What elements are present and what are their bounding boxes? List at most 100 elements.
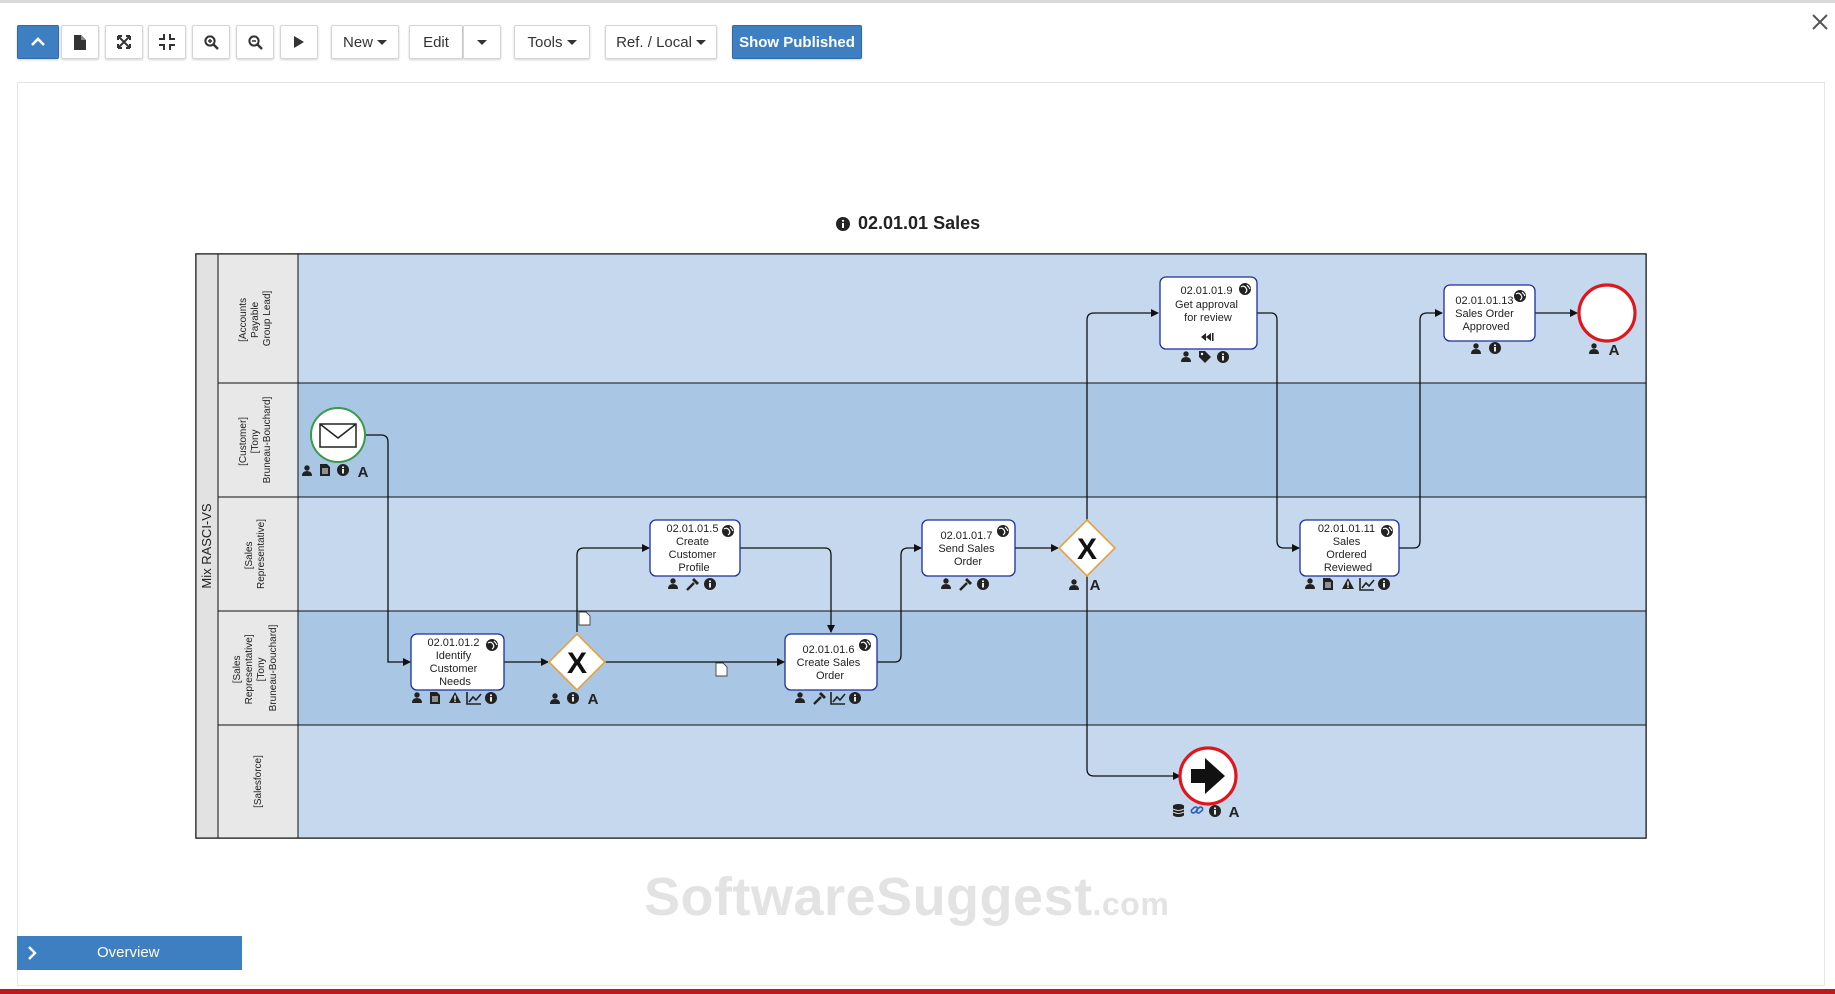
globe-icon [485, 638, 499, 652]
svg-text:02.01.01.5 Create: 02.01.01.5 Create Customer Profile [666, 523, 721, 574]
ref-local-label: Ref. / Local [616, 33, 692, 51]
annotation-letter: A [1229, 804, 1240, 821]
lane-label-line: [Sales [232, 655, 243, 683]
end-event[interactable] [1577, 283, 1637, 343]
play-button[interactable] [280, 25, 318, 59]
database-icon [1172, 803, 1185, 818]
task-line: Create [676, 536, 709, 548]
lane-label-line: Payable [250, 301, 261, 338]
task-line: Needs [439, 676, 471, 688]
task-line: Reviewed [1324, 562, 1372, 574]
task-identify-customer-needs[interactable]: 02.01.01.2 Identify Customer Needs [410, 633, 505, 691]
annotation-letter: A [1090, 577, 1101, 594]
task-line: Sales [1333, 536, 1361, 548]
lane-salesforce: [Salesforce] [217, 724, 1647, 839]
new-dropdown[interactable]: New [331, 25, 399, 59]
overview-panel-toggle[interactable]: Overview [17, 936, 242, 970]
info-icon [485, 692, 497, 704]
arrow-right-icon [1191, 758, 1225, 794]
envelope-icon [319, 423, 357, 448]
svg-text:02.01.01.13 Sales Order: 02.01.01.13 Sales Order Approved [1455, 295, 1517, 333]
svg-text:02.01.01.6 Create Sales: 02.01.01.6 Create Sales Order [797, 644, 864, 682]
lane-label-line: [Salesforce] [253, 755, 264, 808]
start-message-event[interactable] [310, 407, 366, 463]
zoom-out-button[interactable] [236, 25, 274, 59]
gateway-markers: A [1069, 577, 1101, 594]
info-icon [836, 216, 850, 231]
fullscreen-button[interactable] [105, 25, 143, 59]
edit-dropdown-toggle[interactable] [463, 25, 501, 59]
bottom-border [0, 989, 1835, 994]
task-sales-ordered-reviewed[interactable]: 02.01.01.11 Sales Ordered Reviewed [1299, 519, 1400, 577]
document-button[interactable] [61, 25, 99, 59]
play-icon [294, 36, 304, 48]
task-id: 02.01.01.2 [427, 637, 479, 649]
lane-sales-representative-tony: [Sales Representative] [Tony Bruneau-Bou… [217, 610, 1647, 726]
task-create-sales-order[interactable]: 02.01.01.6 Create Sales Order [784, 633, 878, 691]
globe-icon [1513, 289, 1527, 303]
document-icon [1322, 577, 1334, 591]
svg-text:02.01.01.9 Get approval: 02.01.01.9 Get approval for review [1175, 285, 1241, 324]
zoom-in-button[interactable] [192, 25, 230, 59]
task-get-approval-for-review[interactable]: 02.01.01.9 Get approval for review [1159, 276, 1258, 350]
lane-label-line: Representative] [244, 634, 255, 704]
collapse-button[interactable] [17, 25, 59, 59]
task-id: 02.01.01.13 [1455, 295, 1513, 307]
lane-accounts-payable: [Accounts Payable Group Lead] [217, 253, 1647, 384]
task-create-customer-profile[interactable]: 02.01.01.5 Create Customer Profile [649, 519, 741, 577]
task-id: 02.01.01.9 [1180, 285, 1232, 297]
exclusive-gateway[interactable]: X [1057, 518, 1117, 578]
lane-label-line: Bruneau-Bouchard] [268, 624, 279, 711]
lane-label-line: Bruneau-Bouchard] [262, 396, 273, 483]
ref-local-dropdown[interactable]: Ref. / Local [605, 25, 717, 59]
end-link-event[interactable] [1178, 746, 1238, 806]
compress-icon [159, 34, 175, 50]
task-line: Approved [1462, 321, 1509, 333]
caret-down-icon [695, 39, 706, 45]
globe-icon [858, 638, 872, 652]
lane-customer: [Customer] [Tony Bruneau-Bouchard] [217, 382, 1647, 498]
edit-label: Edit [423, 33, 449, 51]
diagram-title: 02.01.01 Sales [836, 213, 980, 234]
file-icon [74, 34, 86, 50]
fit-button[interactable] [148, 25, 186, 59]
svg-text:[Sales Representative]: [Sales Representative] [Tony Bruneau-Bou… [232, 624, 279, 711]
lane-label-line: Group Lead] [262, 290, 273, 346]
exclusive-gateway[interactable]: X [547, 632, 607, 692]
svg-text:[Accounts Payable: [Accounts Payable Group Lead] [238, 290, 273, 346]
tools-dropdown[interactable]: Tools [514, 25, 590, 59]
expand-icon [117, 35, 131, 49]
task-line: Customer [669, 549, 717, 561]
task-sales-order-approved[interactable]: 02.01.01.13 Sales Order Approved [1443, 284, 1536, 342]
svg-text:[Sales Representative]: [Sales Representative] [244, 519, 267, 589]
caret-down-icon [477, 39, 487, 45]
overview-label: Overview [97, 944, 160, 961]
task-line: Ordered [1326, 549, 1366, 561]
task-id: 02.01.01.7 [940, 530, 992, 542]
info-icon [567, 692, 579, 704]
flow-t6-to-t7 [877, 544, 922, 663]
task-send-sales-order[interactable]: 02.01.01.7 Send Sales Order [921, 519, 1016, 577]
rewind-icon [1201, 333, 1211, 341]
show-published-button[interactable]: Show Published [732, 25, 862, 59]
annotation-letter: A [588, 691, 599, 708]
flow-gateway1-to-t5 [576, 544, 650, 632]
tools-label: Tools [527, 33, 563, 51]
info-icon [1217, 351, 1229, 363]
watermark: SoftwareSuggest.com [644, 866, 1169, 928]
edit-button[interactable]: Edit [409, 25, 463, 59]
flow-gateway2-to-end [1086, 576, 1181, 780]
close-icon[interactable] [1809, 11, 1831, 33]
chevron-up-icon [31, 37, 45, 46]
info-icon [849, 692, 861, 704]
data-object-icon [578, 611, 728, 677]
gateway-markers: A [550, 691, 599, 708]
task-line: Get approval [1175, 299, 1238, 311]
top-border [0, 0, 1835, 3]
caret-down-icon [566, 39, 577, 45]
lane-sales-representative: [Sales Representative] [217, 496, 1647, 612]
diagram-title-text: 02.01.01 Sales [858, 213, 981, 233]
svg-text:02.01.01.11 Sales: 02.01.01.11 Sales Ordered Reviewed [1318, 523, 1378, 574]
task-line: Send Sales [938, 543, 995, 555]
